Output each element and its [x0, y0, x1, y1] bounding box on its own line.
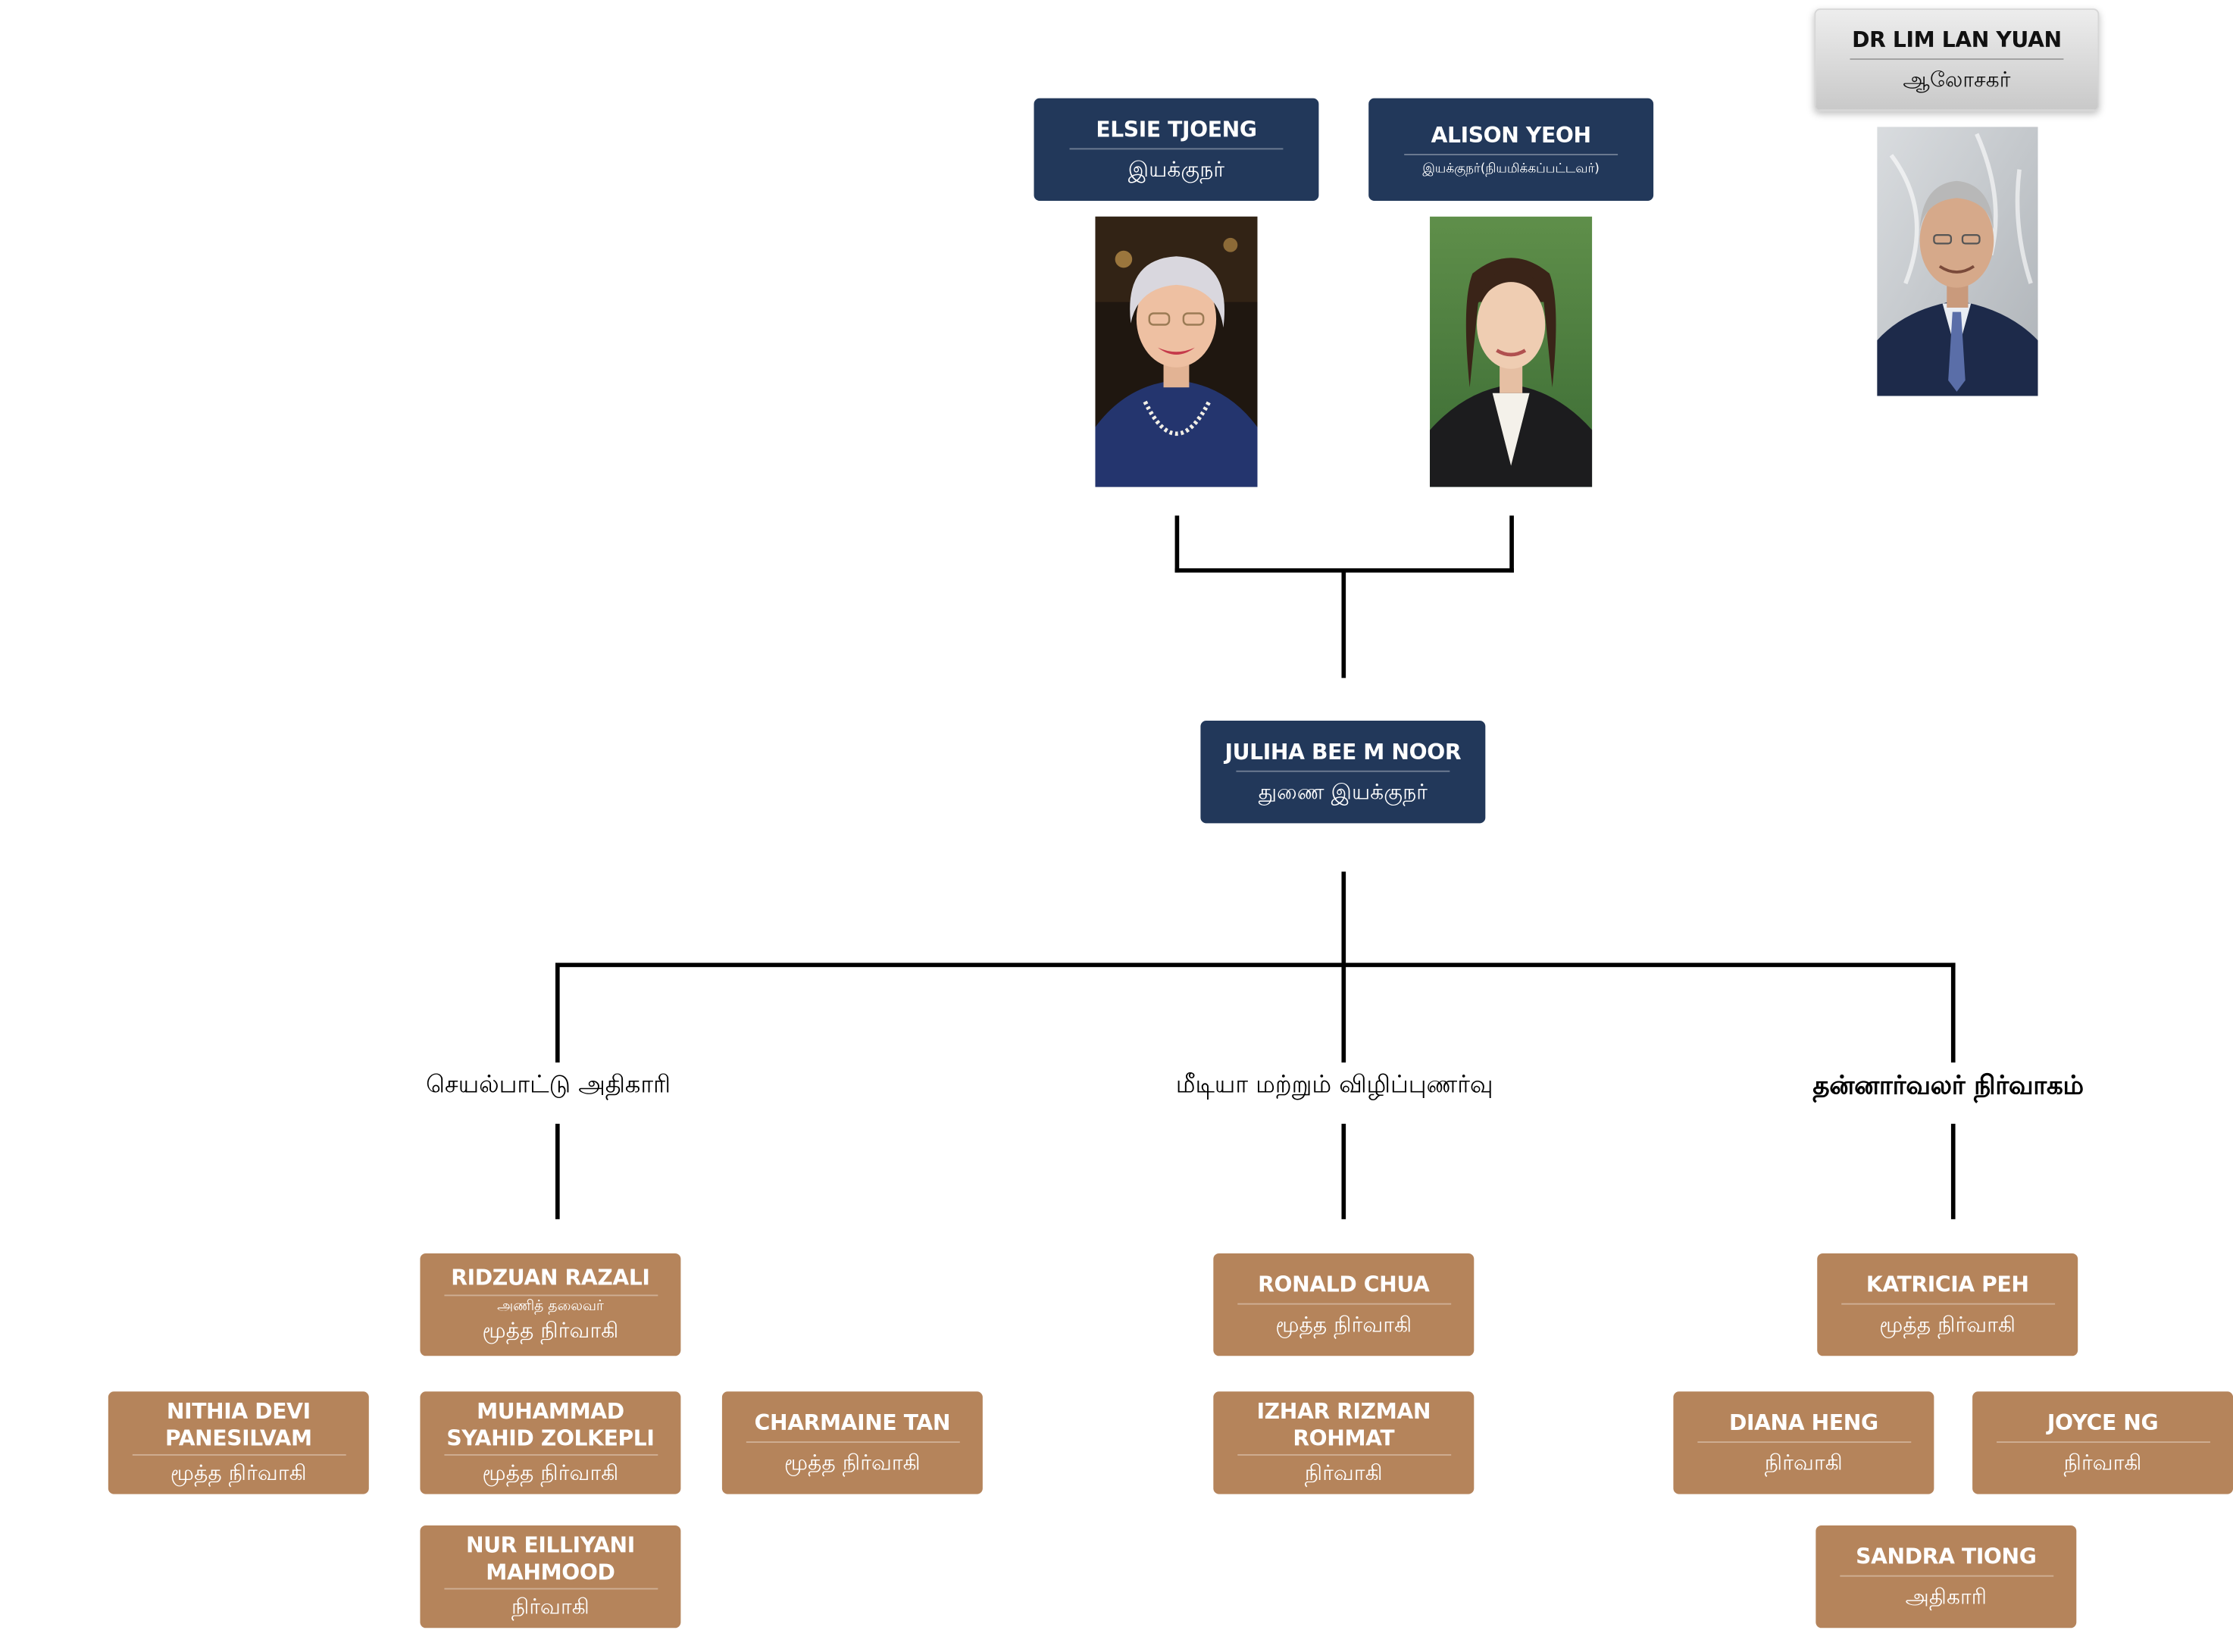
- divider: [443, 1453, 658, 1456]
- department-operations: செயல்பாட்டு அதிகாரி: [426, 1071, 671, 1100]
- divider: [1237, 1453, 1451, 1456]
- divider: [1697, 1441, 1911, 1442]
- connector-to-media: [1341, 962, 1346, 1063]
- staff-card-ridzuan: RIDZUAN RAZALI அணித் தலைவர் மூத்த நிர்வா…: [420, 1253, 681, 1356]
- staff-role: மூத்த நிர்வாகி: [482, 1460, 619, 1486]
- divider: [131, 1453, 346, 1456]
- deputy-name: JULIHA BEE M NOOR: [1224, 738, 1462, 765]
- director-role: இயக்குநர்(நியமிக்கப்பட்டவர்): [1422, 161, 1600, 177]
- divider: [443, 1294, 658, 1297]
- connector-operations-staff: [555, 1123, 560, 1219]
- director-role: இயக்குநர்: [1127, 155, 1225, 182]
- staff-role: மூத்த நிர்வாகி: [1879, 1311, 2016, 1337]
- connector-to-volunteer: [1950, 962, 1956, 1063]
- deputy-director-card: JULIHA BEE M NOOR துணை இயக்குநர்: [1200, 721, 1486, 824]
- staff-role: நிர்வாகி: [1764, 1449, 1843, 1475]
- staff-card-nur: NUR EILLIYANI MAHMOOD நிர்வாகி: [420, 1525, 681, 1629]
- director-photo-elsie: [1095, 216, 1258, 487]
- staff-name: IZHAR RIZMAN ROHMAT: [1256, 1398, 1431, 1452]
- staff-name: SANDRA TIONG: [1856, 1543, 2037, 1569]
- divider: [1404, 153, 1618, 155]
- staff-name: NITHIA DEVI PANESILVAM: [164, 1398, 312, 1452]
- connector-elsie-down: [1174, 515, 1180, 573]
- department-media: மீடியா மற்றும் விழிப்புணர்வு: [1175, 1071, 1493, 1100]
- department-volunteer: தன்னார்வலர் நிர்வாகம்: [1812, 1071, 2084, 1101]
- staff-name: JOYCE NG: [2047, 1409, 2159, 1435]
- staff-name: KATRICIA PEH: [1866, 1271, 2029, 1297]
- divider: [1069, 147, 1284, 149]
- staff-subtitle: அணித் தலைவர்: [497, 1299, 604, 1315]
- connector-media-staff: [1341, 1123, 1346, 1219]
- staff-name: RONALD CHUA: [1258, 1271, 1430, 1297]
- connector-directors-to-deputy: [1341, 569, 1346, 678]
- advisor-photo: [1877, 127, 2038, 396]
- staff-name: CHARMAINE TAN: [754, 1409, 951, 1435]
- staff-card-izhar: IZHAR RIZMAN ROHMAT நிர்வாகி: [1213, 1391, 1475, 1494]
- staff-role: நிர்வாகி: [2063, 1449, 2142, 1475]
- staff-role: நிர்வாகி: [511, 1594, 590, 1619]
- connector-departments-bar: [555, 962, 1956, 968]
- staff-card-diana: DIANA HENG நிர்வாகி: [1673, 1391, 1934, 1494]
- staff-card-nithia: NITHIA DEVI PANESILVAM மூத்த நிர்வாகி: [108, 1391, 369, 1494]
- divider: [443, 1588, 658, 1590]
- connector-alison-down: [1509, 515, 1514, 573]
- connector-volunteer-staff: [1950, 1123, 1956, 1219]
- director-name: ELSIE TJOENG: [1096, 116, 1257, 142]
- staff-card-sandra: SANDRA TIONG அதிகாரி: [1815, 1525, 2077, 1629]
- divider: [1996, 1441, 2210, 1442]
- staff-role: மூத்த நிர்வாகி: [783, 1449, 921, 1475]
- staff-name: RIDZUAN RAZALI: [451, 1264, 650, 1291]
- staff-card-katricia: KATRICIA PEH மூத்த நிர்வாகி: [1817, 1253, 2078, 1356]
- director-photo-alison: [1430, 216, 1593, 487]
- advisor-card: DR LIM LAN YUAN ஆலோசகர்: [1814, 8, 2100, 111]
- staff-role: மூத்த நிர்வாகி: [170, 1460, 307, 1486]
- divider: [745, 1441, 959, 1442]
- staff-role: மூத்த நிர்வாகி: [1275, 1311, 1412, 1337]
- deputy-role: துணை இயக்குநர்: [1258, 778, 1428, 804]
- staff-card-joyce: JOYCE NG நிர்வாகி: [1972, 1391, 2233, 1494]
- connector-deputy-down: [1341, 871, 1346, 968]
- staff-name: DIANA HENG: [1728, 1409, 1878, 1435]
- staff-card-ronald: RONALD CHUA மூத்த நிர்வாகி: [1213, 1253, 1475, 1356]
- divider: [1839, 1574, 2053, 1576]
- divider: [1850, 58, 2064, 59]
- divider: [1236, 769, 1450, 771]
- staff-card-charmaine: CHARMAINE TAN மூத்த நிர்வாகி: [721, 1391, 983, 1494]
- divider: [1237, 1302, 1451, 1304]
- director-card-elsie: ELSIE TJOENG இயக்குநர்: [1034, 98, 1319, 202]
- advisor-role: ஆலோசகர்: [1903, 66, 2011, 92]
- divider: [1841, 1302, 2055, 1304]
- staff-role: மூத்த நிர்வாகி: [482, 1317, 619, 1344]
- staff-role: அதிகாரி: [1905, 1583, 1987, 1609]
- staff-name: NUR EILLIYANI MAHMOOD: [465, 1532, 635, 1585]
- advisor-name: DR LIM LAN YUAN: [1852, 26, 2062, 52]
- director-card-alison: ALISON YEOH இயக்குநர்(நியமிக்கப்பட்டவர்): [1368, 98, 1654, 202]
- connector-to-operations: [555, 962, 560, 1063]
- director-name: ALISON YEOH: [1431, 121, 1591, 148]
- staff-card-muhammad: MUHAMMAD SYAHID ZOLKEPLI மூத்த நிர்வாகி: [420, 1391, 681, 1494]
- staff-name: MUHAMMAD SYAHID ZOLKEPLI: [446, 1398, 655, 1452]
- staff-role: நிர்வாகி: [1304, 1460, 1383, 1486]
